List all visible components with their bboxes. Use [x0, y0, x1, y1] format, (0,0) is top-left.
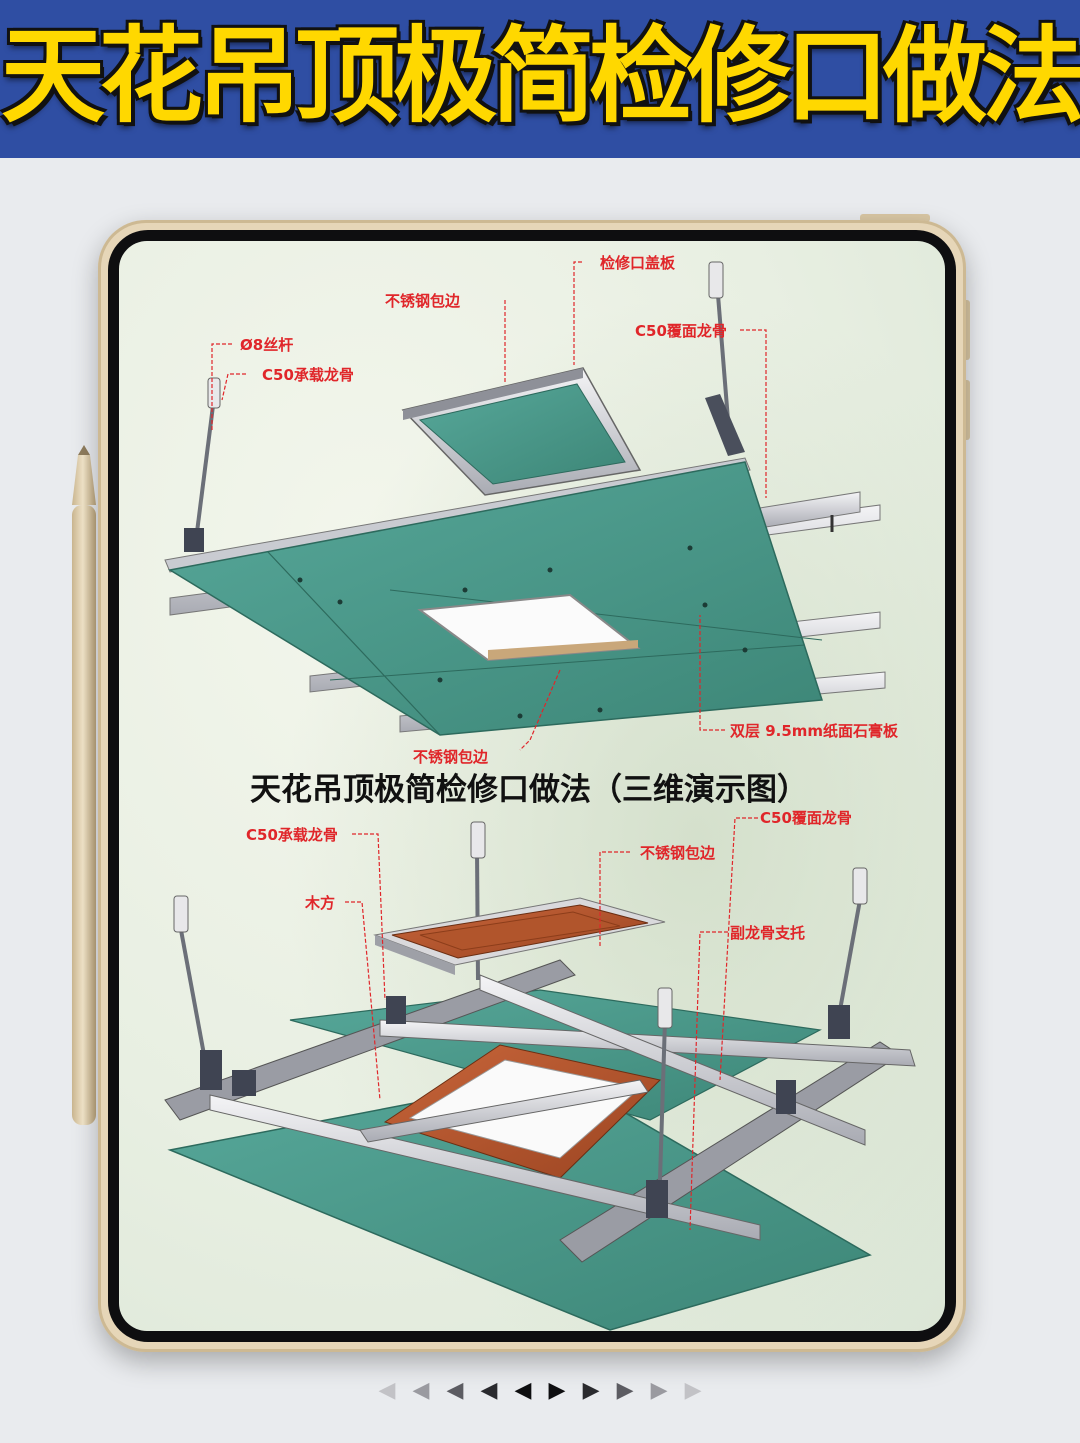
label-stainless-edge-bottom: 不锈钢包边 — [413, 748, 489, 766]
tablet-volume-button — [962, 380, 970, 440]
tablet-screen: 检修口盖板 不锈钢包边 C50覆面龙骨 Ø8丝杆 C50承载龙骨 双层 9.5m… — [119, 241, 945, 1331]
label-c50-main-keel-top: C50承载龙骨 — [262, 366, 354, 384]
prev-arrow-icon[interactable]: ◀ — [514, 1378, 532, 1403]
label-stainless-edge-top: 不锈钢包边 — [385, 292, 461, 310]
next-arrow-icon[interactable]: ▶ — [684, 1378, 702, 1403]
label-c50-main-keel: C50承载龙骨 — [246, 826, 338, 844]
stylus-pencil-icon — [72, 445, 96, 1125]
label-gypsum-board: 双层 9.5mm纸面石膏板 — [730, 722, 899, 740]
pager: ◀ ◀ ◀ ◀ ◀ ▶ ▶ ▶ ▶ ▶ — [0, 1378, 1080, 1403]
page-title: 天花吊顶极简检修口做法 — [0, 15, 1080, 137]
tablet-power-button — [860, 214, 930, 222]
ceiling-3d-diagram: 检修口盖板 不锈钢包边 C50覆面龙骨 Ø8丝杆 C50承载龙骨 双层 9.5m… — [119, 241, 945, 1331]
main-keel-lower — [164, 959, 576, 1121]
next-arrow-icon[interactable]: ▶ — [548, 1378, 566, 1403]
label-rod-8: Ø8丝杆 — [240, 336, 293, 354]
label-aux-keel-support: 副龙骨支托 — [730, 924, 805, 942]
label-stainless-edge: 不锈钢包边 — [640, 844, 716, 862]
label-wood-batten: 木方 — [304, 894, 335, 912]
label-c50-cover-keel-top: C50覆面龙骨 — [635, 322, 727, 340]
header-banner: 天花吊顶极简检修口做法 — [0, 0, 1080, 158]
prev-arrow-icon[interactable]: ◀ — [412, 1378, 430, 1403]
next-arrow-icon[interactable]: ▶ — [650, 1378, 668, 1403]
prev-arrow-icon[interactable]: ◀ — [480, 1378, 498, 1403]
diagram-title: 天花吊顶极简检修口做法（三维演示图） — [250, 772, 808, 808]
next-arrow-icon[interactable]: ▶ — [616, 1378, 634, 1403]
bottom-diagram: C50承载龙骨 C50覆面龙骨 不锈钢包边 木方 副龙骨支托 — [164, 809, 916, 1331]
prev-arrow-icon[interactable]: ◀ — [378, 1378, 396, 1403]
top-diagram: 检修口盖板 不锈钢包边 C50覆面龙骨 Ø8丝杆 C50承载龙骨 双层 9.5m… — [164, 254, 899, 766]
prev-arrow-icon[interactable]: ◀ — [446, 1378, 464, 1403]
label-access-cover: 检修口盖板 — [600, 254, 676, 272]
gypsum-board — [167, 461, 824, 736]
label-c50-cover-keel: C50覆面龙骨 — [760, 809, 852, 827]
next-arrow-icon[interactable]: ▶ — [582, 1378, 600, 1403]
cover-keel-lower — [209, 1094, 761, 1241]
tablet-volume-button — [962, 300, 970, 360]
